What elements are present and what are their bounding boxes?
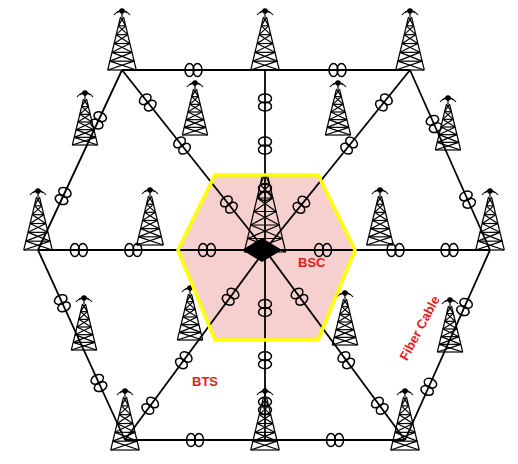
- fiber-coil: [370, 395, 391, 416]
- fiber-cable-line: [265, 70, 410, 250]
- fiber-coil: [441, 244, 458, 257]
- fiber-coil: [329, 64, 346, 77]
- fiber-cable-line: [38, 250, 125, 440]
- fiber-cable-line: [38, 249, 265, 251]
- fiber-coil: [455, 297, 474, 318]
- fiber-coil: [374, 92, 395, 113]
- fiber-coil: [53, 293, 72, 314]
- bts-tower: [367, 188, 394, 245]
- bsc-diamond: [242, 238, 282, 262]
- bts-tower: [396, 9, 425, 70]
- fiber-coil: [187, 434, 204, 447]
- bts-tower: [251, 389, 280, 450]
- fiber-coil: [259, 94, 272, 111]
- bts-tower: [476, 189, 505, 250]
- bts-tower: [137, 188, 164, 245]
- fiber-coil: [259, 137, 272, 154]
- fiber-cable-line: [38, 70, 122, 250]
- fiber-coil: [54, 186, 73, 207]
- fiber-coil: [419, 376, 438, 397]
- bsc-shape: [176, 172, 357, 342]
- fiber-cable-line: [265, 250, 405, 440]
- fiber-coil: [336, 350, 357, 371]
- fiber-coil: [315, 244, 332, 257]
- node-label: BSC: [298, 256, 325, 271]
- fiber-coil: [425, 114, 444, 135]
- bts-tower: [111, 389, 140, 450]
- fiber-cable-line: [264, 250, 266, 440]
- fiber-coil: [89, 373, 108, 394]
- fiber-coil: [219, 194, 240, 215]
- fiber-coil: [291, 194, 312, 215]
- fiber-cable-line: [122, 70, 265, 250]
- bsc-hexagon: BSC: [176, 172, 357, 342]
- bts-tower: [182, 81, 207, 135]
- bts-tower: [437, 298, 462, 352]
- bts-tower: [108, 9, 137, 70]
- fiber-coil: [140, 395, 161, 416]
- fiber-lines: [38, 70, 490, 440]
- fiber-coil: [137, 92, 158, 113]
- bsc-outline: [178, 175, 355, 340]
- fiber-cable-line: [264, 250, 266, 440]
- fiber-coil: [259, 352, 272, 369]
- fiber-coil: [220, 286, 241, 307]
- fiber-coil: [259, 300, 272, 317]
- bts-tower: [391, 389, 420, 450]
- cable-label: Fiber Cable: [397, 293, 443, 363]
- fiber-coil: [185, 64, 202, 77]
- bts-tower: [71, 296, 96, 350]
- fiber-coil: [327, 434, 344, 447]
- bts-tower: [435, 96, 460, 150]
- fiber-cable-line: [264, 70, 266, 250]
- bts-tower: [24, 189, 53, 250]
- tower-label: BTS: [192, 375, 218, 390]
- fiber-cable-line: [38, 249, 265, 251]
- fiber-cable-line: [265, 249, 490, 251]
- fiber-coil: [339, 135, 360, 156]
- fiber-cable-line: [265, 249, 490, 251]
- bts-tower: [72, 91, 97, 145]
- fiber-coil: [70, 244, 87, 257]
- fiber-cable-line: [125, 250, 265, 440]
- fiber-cable-line: [410, 70, 490, 250]
- bsc-area: [178, 175, 355, 340]
- fiber-coil: [289, 286, 310, 307]
- fiber-coil: [174, 350, 195, 371]
- bts-tower: [251, 9, 280, 70]
- fiber-cable-line: [264, 70, 266, 250]
- fiber-coil: [172, 135, 193, 156]
- bts-tower: [325, 81, 350, 135]
- fiber-coils: [53, 64, 477, 447]
- fiber-coil: [458, 189, 477, 210]
- towers: [24, 9, 505, 450]
- fiber-coil: [199, 244, 216, 257]
